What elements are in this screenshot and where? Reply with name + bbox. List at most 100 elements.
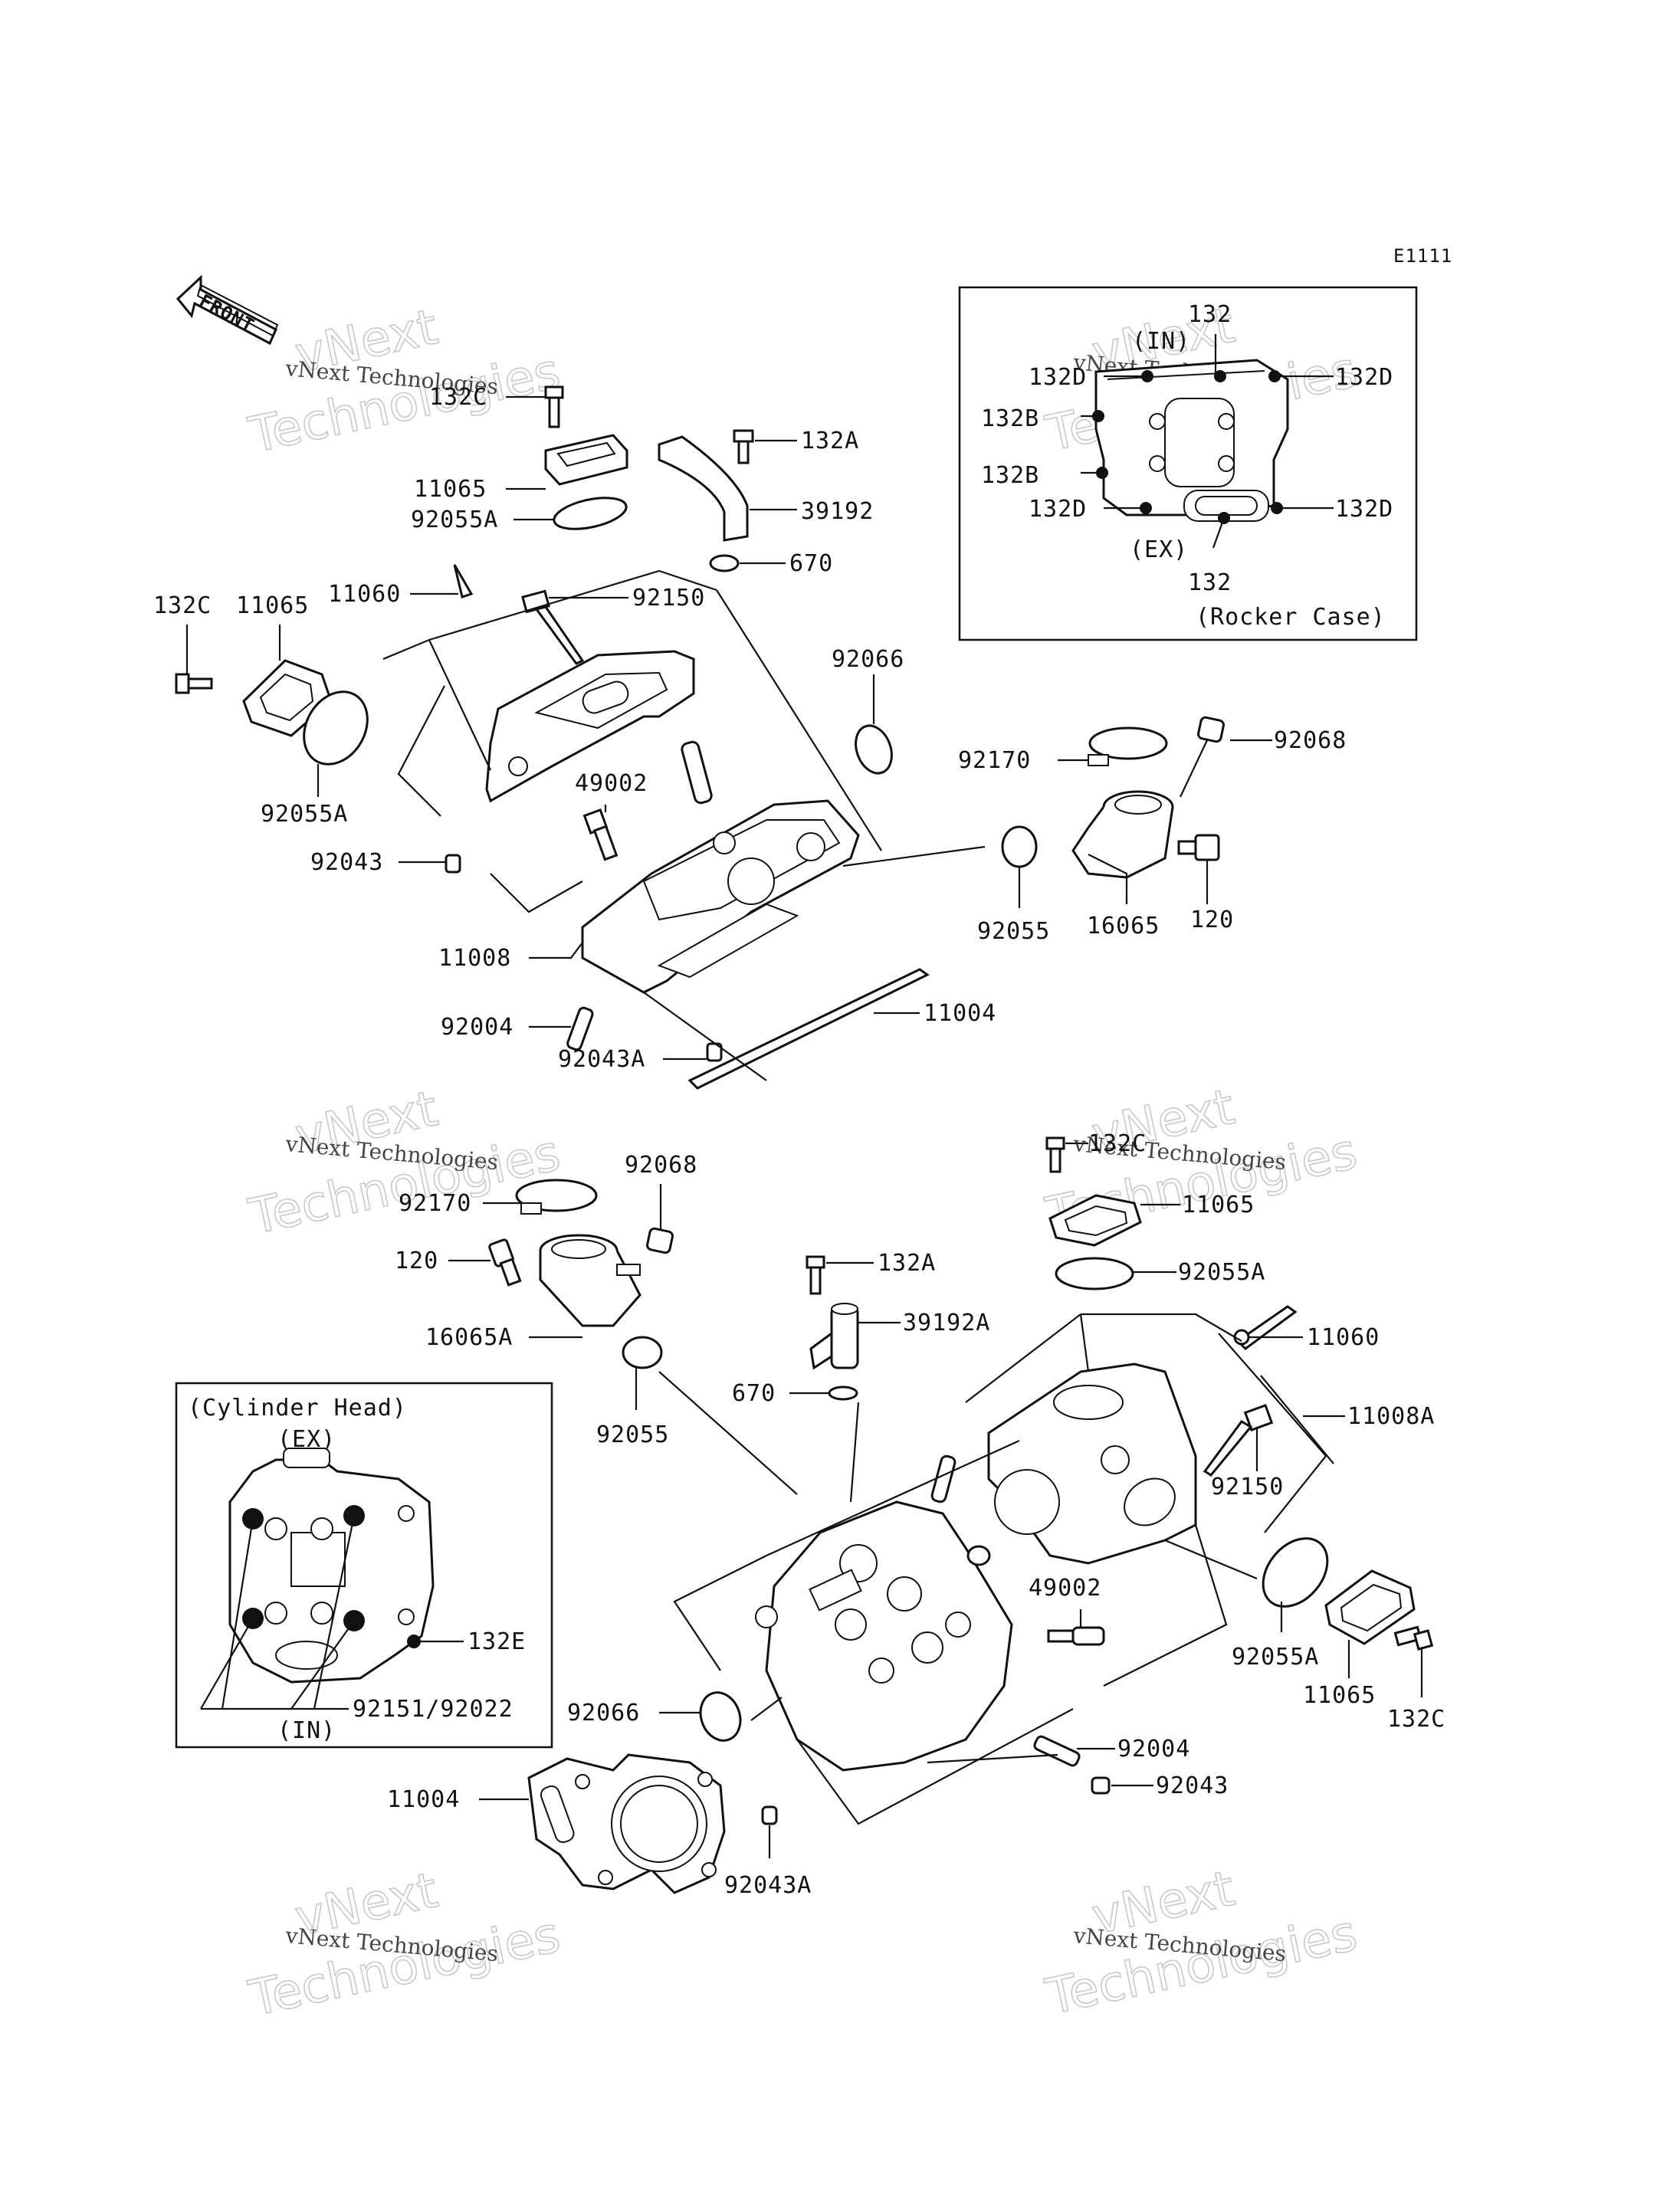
- label-11008A: 11008A: [1347, 1403, 1435, 1430]
- upper-assembly: 132C 11065 92055A 132A 39192 670 11060: [153, 384, 1347, 1090]
- bolt-120-top: [1177, 834, 1220, 861]
- bolt-132C-top: [544, 385, 564, 428]
- cap-92066-lower: [699, 1691, 742, 1742]
- label-92055A: 92055A: [411, 507, 498, 533]
- label-11065: 11065: [1303, 1682, 1376, 1709]
- label-39192: 39192: [801, 498, 874, 525]
- label-11004: 11004: [387, 1786, 460, 1813]
- cover-11065-lower-right: [1324, 1569, 1416, 1645]
- label-92004: 92004: [441, 1014, 514, 1041]
- label-92055: 92055: [596, 1421, 669, 1448]
- cover-11065-top: [544, 434, 628, 486]
- bolt-132A-top: [733, 429, 754, 464]
- label-132: 132: [1188, 569, 1232, 596]
- gasket-11004-top: [687, 968, 930, 1090]
- label-132D: 132D: [1029, 496, 1087, 523]
- label-92068: 92068: [1274, 727, 1347, 754]
- label-92055A: 92055A: [261, 801, 348, 828]
- label-92150: 92150: [1211, 1474, 1284, 1500]
- front-arrow-label: FRONT: [195, 290, 258, 337]
- label-132D: 132D: [1335, 496, 1393, 523]
- dowel-92043-lower: [1091, 1776, 1111, 1795]
- label-92066: 92066: [567, 1700, 640, 1726]
- dowel-92043A-lower: [761, 1805, 778, 1825]
- front-arrow-icon: FRONT: [176, 274, 279, 346]
- gasket-92055A-lower-top: [1055, 1257, 1134, 1290]
- plug-49002-top: [582, 808, 619, 861]
- bolt-120-lower: [488, 1238, 522, 1287]
- label-92055A: 92055A: [1178, 1259, 1265, 1286]
- intake-16065A: [539, 1234, 641, 1327]
- label-92043: 92043: [310, 849, 383, 876]
- label-11060: 11060: [1307, 1324, 1380, 1351]
- cylinder-head-lower: [765, 1500, 1013, 1772]
- pipe-39192: [658, 435, 749, 542]
- cap-92068-top: [1197, 716, 1225, 743]
- label-16065A: 16065A: [425, 1324, 513, 1351]
- label-132B: 132B: [981, 462, 1039, 489]
- cap-92068-lower: [646, 1227, 674, 1254]
- label-11060: 11060: [328, 581, 401, 608]
- pin-11060-top: [453, 564, 474, 598]
- gasket-11004-lower: [527, 1753, 726, 1894]
- oring-670-top: [709, 554, 740, 572]
- label-11065: 11065: [236, 592, 309, 619]
- label-92043A: 92043A: [558, 1046, 645, 1073]
- label-92055A: 92055A: [1232, 1644, 1319, 1671]
- label-132A: 132A: [801, 428, 859, 454]
- label-92170: 92170: [958, 747, 1031, 774]
- label-92170: 92170: [399, 1190, 471, 1217]
- gasket-92055A-lower-right: [1262, 1537, 1329, 1608]
- label-49002: 49002: [1029, 1575, 1101, 1602]
- cylinder-head-inset: (Cylinder Head) (EX) 132E 92151/92022 (I…: [175, 1382, 553, 1749]
- label-92068: 92068: [625, 1152, 697, 1179]
- inset-ex-label: (EX): [1130, 536, 1188, 563]
- label-132C: 132C: [153, 592, 212, 619]
- label-11065: 11065: [1182, 1192, 1255, 1218]
- label-11008: 11008: [438, 945, 511, 972]
- label-670: 670: [732, 1380, 776, 1407]
- bolt-132C-left: [175, 673, 213, 694]
- inset-caption: (Rocker Case): [1196, 604, 1386, 631]
- intake-pipe-16065: [1071, 790, 1174, 879]
- diagram-code: E1111: [1393, 245, 1452, 267]
- label-120: 120: [1190, 907, 1234, 933]
- bolt-132C-lower-right: [1393, 1625, 1434, 1651]
- label-92150: 92150: [632, 585, 705, 612]
- label-16065: 16065: [1087, 913, 1160, 939]
- label-92055: 92055: [977, 918, 1050, 945]
- pipe-39192A: [809, 1303, 859, 1370]
- clamp-92170-top: [1088, 726, 1168, 760]
- gasket-92055A-left: [303, 690, 369, 766]
- label-132C: 132C: [1387, 1706, 1445, 1733]
- stud-92004-lower: [1033, 1735, 1081, 1767]
- label-11065: 11065: [414, 476, 487, 503]
- stud-92004-top: [566, 1006, 594, 1051]
- plug-top-right: [681, 740, 713, 805]
- dowel-92043-top: [445, 854, 461, 874]
- label-132D: 132D: [1029, 364, 1087, 391]
- bolt-132A-lower: [806, 1255, 825, 1295]
- cap-92066-top: [855, 724, 893, 775]
- label-120: 120: [395, 1248, 438, 1274]
- label-92151-92022: 92151/92022: [353, 1696, 514, 1723]
- label-132B: 132B: [981, 405, 1039, 432]
- pin-11060-lower: [1235, 1305, 1298, 1350]
- label-11004: 11004: [924, 1000, 996, 1027]
- gasket-92055A-top: [553, 497, 628, 530]
- label-132D: 132D: [1335, 364, 1393, 391]
- bolt-132C-lower-top: [1045, 1136, 1065, 1173]
- label-132A: 132A: [878, 1250, 936, 1277]
- plug-49002-lower: [1047, 1626, 1105, 1646]
- cover-11065-lower-top: [1048, 1194, 1142, 1247]
- label-132C: 132C: [429, 384, 487, 411]
- inset-caption: (Cylinder Head): [188, 1395, 407, 1421]
- bolt-92150-lower: [1203, 1404, 1274, 1477]
- oring-92055-lower: [622, 1336, 663, 1369]
- rocker-case-inset: 132 (IN) 132D 132D 132B 132B 132D 132D (…: [958, 286, 1418, 641]
- label-92043A: 92043A: [724, 1872, 812, 1899]
- inset-in-label: (IN): [1132, 328, 1190, 355]
- label-132C: 132C: [1088, 1130, 1147, 1157]
- oring-670-lower: [828, 1385, 858, 1401]
